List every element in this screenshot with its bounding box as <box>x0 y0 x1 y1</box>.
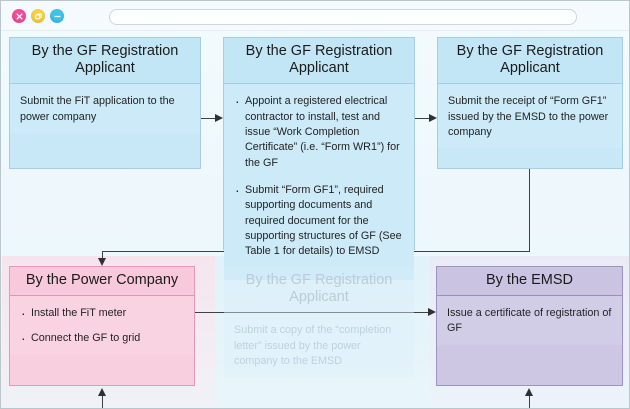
arrowhead-box4-to-box6 <box>428 307 436 316</box>
box4-body: Install the FiT meter Connect the GF to … <box>10 296 194 355</box>
box2-body: Appoint a registered electrical contract… <box>224 84 414 280</box>
box5-body: Submit a copy of the “completion letter”… <box>224 313 414 378</box>
box6-text: Issue a certificate of registration of G… <box>447 307 612 335</box>
window-controls <box>12 9 64 23</box>
box3-text: Submit the receipt of “Form GF1” issued … <box>448 95 609 138</box>
box3-header: By the GF Registration Applicant <box>438 38 622 85</box>
minus-icon[interactable] <box>50 9 64 23</box>
process-box-gf-applicant-2[interactable]: By the GF Registration Applicant Appoint… <box>223 37 415 280</box>
window-titlebar <box>1 1 629 31</box>
box2-bullet-2: Submit “Form GF1”, required supporting d… <box>234 182 404 260</box>
box2-bullet-1: Appoint a registered electrical contract… <box>234 93 404 171</box>
box4-bullet-2: Connect the GF to grid <box>20 330 184 348</box>
box6-body: Issue a certificate of registration of G… <box>437 296 622 345</box>
process-box-gf-applicant-faded[interactable]: By the GF Registration Applicant Submit … <box>223 266 415 386</box>
box2-bullet-list: Appoint a registered electrical contract… <box>234 93 404 260</box>
box3-body: Submit the receipt of “Form GF1” issued … <box>438 84 622 149</box>
restore-icon[interactable] <box>31 9 45 23</box>
arrowhead-into-box6-bottom <box>524 388 533 396</box>
arrowhead-into-box4-bottom <box>97 388 106 396</box>
connector-adt-to-box4-vertical <box>102 395 104 408</box>
arrowhead-box2-to-box3 <box>429 113 437 122</box>
box4-bullet-list: Install the FiT meter Connect the GF to … <box>20 305 184 348</box>
box2-header: By the GF Registration Applicant <box>224 38 414 85</box>
connector-into-box4-vertical <box>102 251 104 261</box>
flowchart-canvas: By the GF Registration Applicant Submit … <box>1 31 629 408</box>
box1-header: By the GF Registration Applicant <box>10 38 200 85</box>
process-box-emsd[interactable]: By the EMSD Issue a certificate of regis… <box>436 266 623 386</box>
connector-box1-to-box2 <box>201 118 217 120</box>
connector-box3-down <box>529 169 531 252</box>
process-box-power-company[interactable]: By the Power Company Install the FiT met… <box>9 266 195 386</box>
connector-box4-to-box6 <box>195 312 429 314</box>
box6-header: By the EMSD <box>437 267 622 297</box>
connector-adt-to-box6-vertical <box>529 395 531 408</box>
box4-bullet-1: Install the FiT meter <box>20 305 184 323</box>
arrowhead-into-box4 <box>97 258 106 266</box>
box5-text: Submit a copy of the “completion letter”… <box>234 324 392 367</box>
box1-body: Submit the FiT application to the power … <box>10 84 200 133</box>
process-box-gf-applicant-1[interactable]: By the GF Registration Applicant Submit … <box>9 37 201 169</box>
connector-box2-to-box3 <box>415 118 431 120</box>
box4-header: By the Power Company <box>10 267 194 297</box>
process-box-gf-applicant-3[interactable]: By the GF Registration Applicant Submit … <box>437 37 623 169</box>
box5-header: By the GF Registration Applicant <box>224 267 414 314</box>
arrowhead-box1-to-box2 <box>215 113 223 122</box>
close-icon[interactable] <box>12 9 26 23</box>
box1-text: Submit the FiT application to the power … <box>20 95 175 123</box>
address-bar-input[interactable] <box>109 9 577 25</box>
